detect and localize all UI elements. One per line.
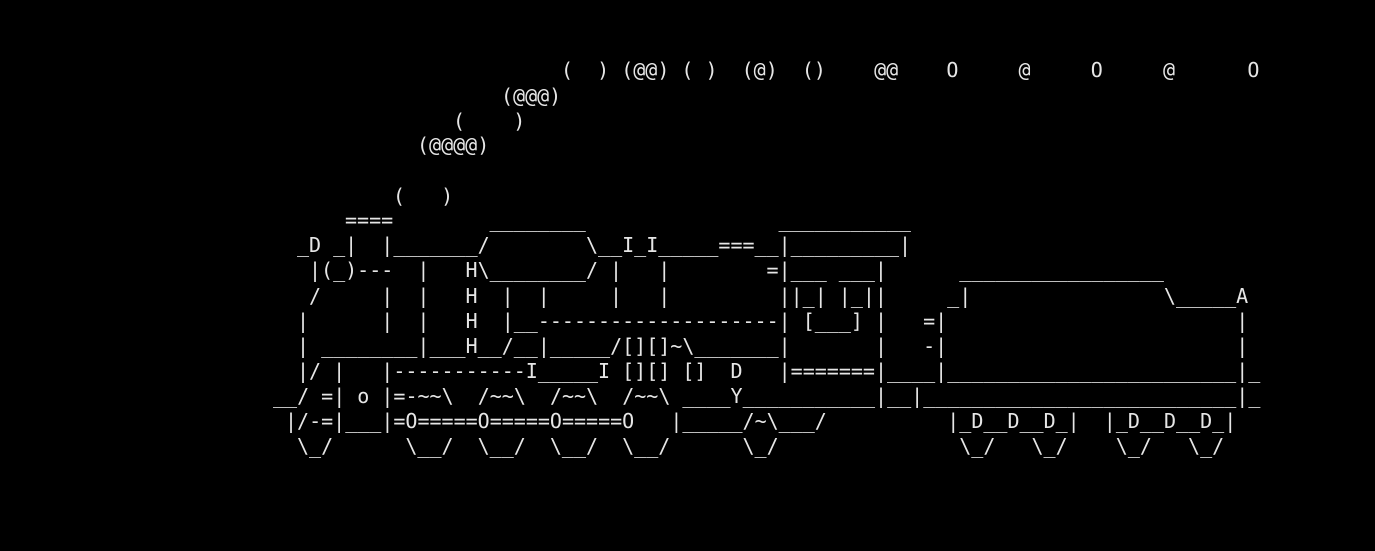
smoke-line-3: ( ) (453, 109, 526, 133)
smoke-line-2: (@@@) (501, 84, 562, 108)
locomotive-line-1: ==== ________ ___________ (345, 208, 911, 232)
locomotive-line-7: |/ | |-----------I_____I [][] [] D |====… (297, 359, 1261, 383)
smoke-line-4: (@@@@) (417, 133, 490, 157)
locomotive-line-8: __/ =| o |=-~~\ /~~\ /~~\ /~~\ ____Y____… (273, 384, 1261, 408)
locomotive-line-5: | | | H |__--------------------| [___] |… (297, 309, 1249, 333)
locomotive-line-6: | ________|___H__/__|_____/[][]~\_______… (297, 334, 1249, 358)
locomotive-line-2: _D _| |_______/ \__I_I_____===__|_______… (297, 233, 912, 257)
smoke-line-1: ( ) (@@) ( ) (@) () @@ O @ O @ O (561, 58, 1260, 82)
locomotive-line-10: \_/ \__/ \__/ \__/ \__/ \_/ \_/ \_/ \_/ … (297, 434, 1225, 458)
locomotive-line-4: / | | H | | | | ||_| |_|| _| \_____A (309, 284, 1249, 308)
locomotive-line-3: |(_)--- | H\________/ | | =|___ ___| ___… (309, 258, 1164, 282)
locomotive-line-9: |/-=|___|=O=====O=====O=====O |_____/~\_… (285, 409, 1237, 433)
smoke-line-5: ( ) (393, 184, 454, 208)
